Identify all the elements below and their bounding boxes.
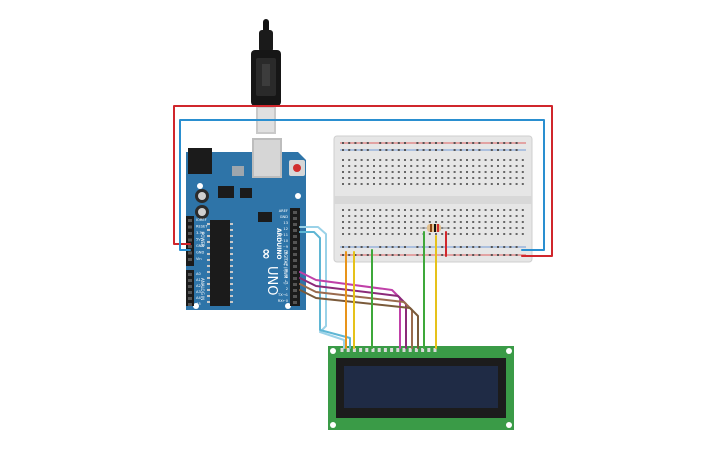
analog-pin-label: A3 (196, 290, 201, 294)
wire-d2[interactable] (299, 289, 419, 349)
analog-pin-label: A4 (196, 296, 201, 300)
digital-pin-label: ~9 (283, 245, 289, 249)
lcd-pin[interactable] (340, 348, 344, 352)
power-pin-label: GND (196, 251, 204, 255)
lcd-pin[interactable] (396, 348, 400, 352)
lcd-pin[interactable] (414, 348, 418, 352)
lcd-pin[interactable] (427, 348, 431, 352)
lcd-pin[interactable] (408, 348, 412, 352)
digital-pin-label: AREF (279, 209, 288, 213)
power-header-label: POWER (200, 232, 205, 247)
lcd-pin[interactable] (365, 348, 369, 352)
wire-en[interactable] (299, 231, 351, 349)
analog-pin-label: A0 (196, 272, 201, 276)
digital-pin-label: ~6 (283, 263, 289, 267)
analog-header-label: ANALOG IN (200, 278, 205, 300)
power-pin-label: IOREF (196, 218, 207, 222)
lcd-pin[interactable] (402, 348, 406, 352)
wire-5v-red[interactable] (173, 105, 553, 257)
power-pin-label: GND (196, 244, 204, 248)
arduino-board[interactable]: ∞ UNO ARDUINO DIGITAL (PWM ~) POWER ANAL… (186, 138, 306, 310)
wire-d4[interactable] (299, 277, 407, 349)
digital-pin-label: RX←0 (278, 299, 289, 303)
digital-pin-label: TX→1 (277, 293, 288, 297)
digital-header-label: DIGITAL (PWM ~) (283, 250, 288, 285)
power-pin-label: 5V (196, 238, 201, 242)
digital-pin-label: 7 (286, 257, 288, 261)
digital-pin-label: ~10 (280, 239, 288, 243)
lcd-pin[interactable] (359, 348, 363, 352)
wire-d5[interactable] (299, 271, 401, 349)
digital-pin-label: 4 (286, 275, 289, 279)
breadboard[interactable] (333, 135, 533, 263)
board-name: ARDUINO (275, 228, 282, 259)
wire-rs[interactable] (299, 226, 345, 349)
power-jack (188, 148, 212, 174)
lcd-screen (344, 366, 498, 408)
brand-logo: ∞ (258, 248, 274, 260)
digital-pin-label: 13 (283, 221, 288, 225)
lcd-pin[interactable] (346, 348, 350, 352)
resistor[interactable] (420, 224, 448, 232)
lcd-pin[interactable] (383, 348, 387, 352)
analog-pin-label: A1 (196, 278, 201, 282)
digital-pin-label: 2 (286, 287, 288, 291)
lcd-pin[interactable] (421, 348, 425, 352)
breadboard-holes (342, 142, 524, 256)
digital-pin-label: 12 (283, 227, 288, 231)
power-pin-label: Vin (196, 257, 202, 261)
atmega-chip (210, 220, 230, 306)
lcd-pin[interactable] (377, 348, 381, 352)
digital-pin-label: GND (280, 215, 288, 219)
analog-pin-label: A5 (196, 302, 201, 306)
wire-gnd-blue[interactable] (179, 119, 545, 251)
power-pin-label: 3.3V (196, 231, 205, 235)
lcd-pin[interactable] (371, 348, 375, 352)
lcd-module[interactable] (328, 346, 514, 430)
lcd-pin[interactable] (433, 348, 437, 352)
digital-pin-label: 8 (286, 251, 289, 255)
analog-pin-label: A2 (196, 284, 201, 288)
wire-d3[interactable] (299, 283, 413, 349)
digital-pin-label: ~11 (280, 233, 288, 237)
wires (173, 105, 553, 349)
lcd-pin[interactable] (352, 348, 356, 352)
digital-pin-label: ~5 (283, 269, 288, 273)
power-pin-label: RESET (196, 225, 208, 229)
usb-cable[interactable] (251, 19, 281, 134)
board-model: UNO (264, 266, 279, 295)
lcd-pin[interactable] (390, 348, 394, 352)
digital-header (290, 208, 300, 306)
digital-pin-label: ~3 (283, 281, 288, 285)
